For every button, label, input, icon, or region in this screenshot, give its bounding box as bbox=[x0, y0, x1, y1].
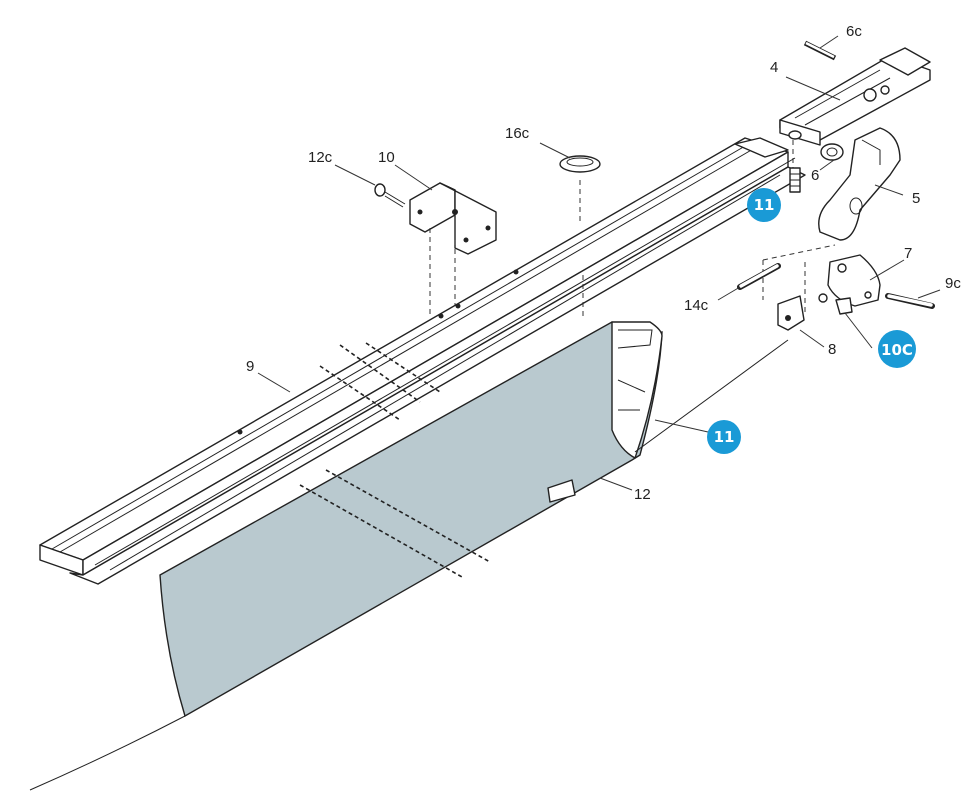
label-14c: 14c bbox=[684, 297, 709, 314]
label-10: 10 bbox=[378, 149, 395, 166]
rail-break-marks bbox=[319, 342, 441, 421]
pin-6c bbox=[803, 40, 837, 61]
label-16c: 16c bbox=[505, 125, 530, 142]
label-12: 12 bbox=[634, 486, 651, 503]
label-9: 9 bbox=[246, 358, 254, 375]
svg-text:10C: 10C bbox=[881, 341, 913, 359]
pin-9c bbox=[885, 293, 935, 309]
label-9c: 9c bbox=[945, 275, 961, 292]
label-6c: 6c bbox=[846, 23, 862, 40]
svg-text:11: 11 bbox=[714, 428, 735, 446]
roller-part-6 bbox=[820, 143, 844, 161]
badge-11-top: 11 bbox=[747, 188, 781, 222]
label-4: 4 bbox=[770, 59, 778, 76]
label-8: 8 bbox=[828, 341, 836, 358]
screw-10c bbox=[818, 293, 853, 315]
cord bbox=[634, 339, 789, 453]
label-7: 7 bbox=[904, 245, 912, 262]
rail-profile bbox=[39, 137, 806, 585]
leader-lines bbox=[257, 35, 941, 491]
alignment-lines bbox=[429, 140, 836, 318]
screw-12c bbox=[374, 183, 406, 208]
label-12c: 12c bbox=[308, 149, 333, 166]
label-6: 6 bbox=[811, 167, 819, 184]
label-5: 5 bbox=[912, 190, 920, 207]
bracket-part-10 bbox=[409, 182, 497, 255]
arm-part-5 bbox=[818, 127, 901, 241]
spring bbox=[789, 167, 801, 193]
badge-11-mid: 11 bbox=[707, 420, 741, 454]
fabric-break-marks bbox=[299, 469, 491, 578]
badge-10c: 10C bbox=[878, 330, 916, 368]
svg-text:11: 11 bbox=[754, 196, 775, 214]
pin-14c bbox=[737, 263, 781, 290]
fabric-cover bbox=[29, 321, 663, 791]
clip-part-8 bbox=[777, 295, 805, 331]
end-housing-part-4 bbox=[779, 47, 931, 146]
carriage-part-7 bbox=[827, 254, 881, 307]
cap-16c bbox=[559, 155, 601, 173]
